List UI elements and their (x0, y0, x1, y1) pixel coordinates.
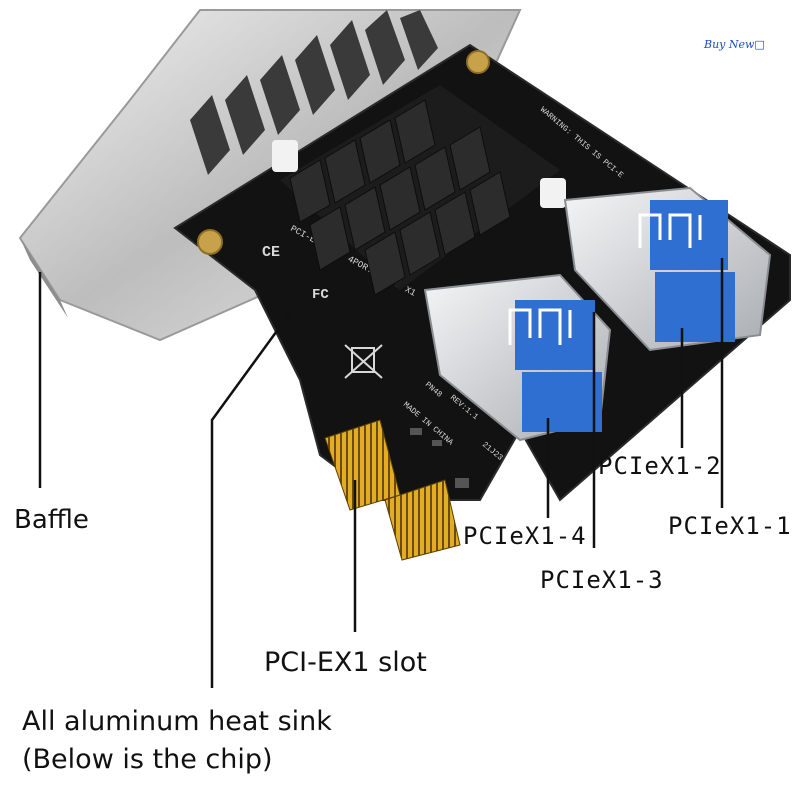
screw-left (197, 229, 223, 255)
weee-bin-icon (344, 344, 383, 379)
heat-sink-clip (540, 178, 566, 208)
ce-mark: CE (262, 244, 280, 261)
heat-sink-label: All aluminum heat sink (22, 706, 332, 737)
port-1-label: PCIeX1-1 (668, 512, 792, 540)
pci-ex1-slot-label: PCI-EX1 slot (264, 647, 427, 678)
port-4-label: PCIeX1-4 (463, 522, 587, 550)
heat-sink-clip (272, 140, 298, 172)
callout-lines (38, 258, 724, 688)
heatsink-leader-line (210, 301, 300, 688)
usb-port-3 (522, 372, 602, 432)
usb-trident-icon (638, 213, 702, 248)
smd-components (410, 428, 469, 488)
brand-watermark: Buy New□ (704, 38, 765, 51)
aluminum-heat-sink (272, 85, 566, 296)
port-2-label: PCIeX1-2 (598, 452, 722, 480)
fc-mark: FC (312, 287, 329, 303)
usb-trident-icon (508, 308, 572, 345)
usb-port-4 (515, 300, 595, 370)
chip-note-label: (Below is the chip) (22, 744, 273, 775)
port-3-label: PCIeX1-3 (540, 566, 664, 594)
pcie-x1-gold-finger (324, 419, 461, 561)
bracket-vents (190, 10, 438, 175)
baffle-label: Baffle (14, 505, 89, 535)
usb-port-stack-left (423, 273, 612, 442)
screw-top (466, 50, 490, 74)
